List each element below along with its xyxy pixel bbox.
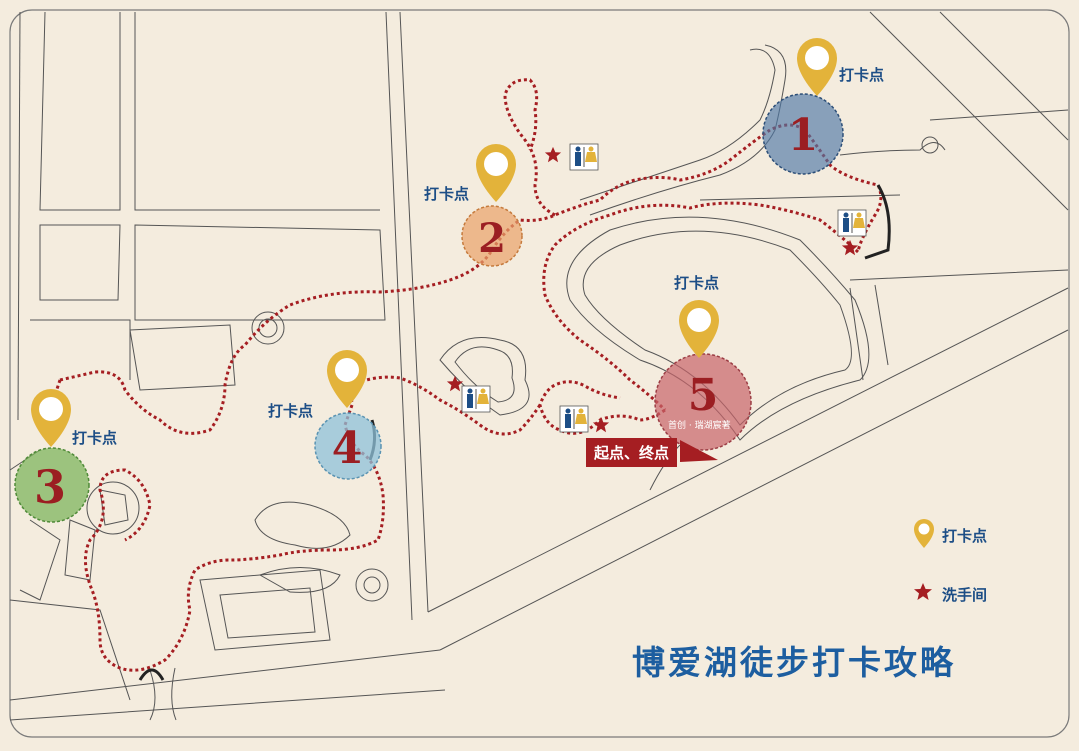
- legend-star-icon: [914, 583, 932, 600]
- map-frame: [9, 9, 1070, 738]
- checkpoint-2[interactable]: 2: [461, 205, 523, 267]
- location-pin-icon: [327, 350, 367, 408]
- restroom-icon: [461, 385, 491, 413]
- checkpoint-4-circle: [314, 412, 382, 480]
- checkpoint-5-circle: [654, 353, 752, 451]
- checkpoint-2-circle: [461, 205, 523, 267]
- pin-icons: [31, 38, 837, 447]
- checkpoint-3-label: 打卡点: [72, 429, 118, 447]
- checkpoint-4-label: 打卡点: [268, 402, 314, 420]
- star-icon: [446, 375, 464, 392]
- restroom-markers: [446, 143, 867, 433]
- checkpoint-4[interactable]: 4: [314, 412, 382, 480]
- checkpoint-1-number: 1: [788, 110, 819, 161]
- legend-checkpoint-label: 打卡点: [942, 527, 988, 545]
- legend-pin-icon: [914, 519, 934, 548]
- checkpoint-3-number: 3: [34, 460, 66, 514]
- checkpoint-3[interactable]: 3: [14, 447, 90, 523]
- restroom-icon: [837, 209, 867, 237]
- checkpoint-1-label: 打卡点: [839, 66, 885, 84]
- star-icon: [544, 146, 562, 163]
- start-end-tag: 起点、终点: [586, 438, 678, 467]
- checkpoint-4-number: 4: [332, 423, 363, 474]
- star-icon: [592, 416, 610, 433]
- checkpoint-5[interactable]: 5: [654, 353, 752, 451]
- start-end-pointer: [680, 440, 718, 462]
- location-pin-icon: [476, 144, 516, 202]
- brand-text: 首创 · 瑞湖宸著: [668, 421, 731, 431]
- legend-restroom-label: 洗手间: [942, 586, 988, 604]
- checkpoint-2-label: 打卡点: [424, 185, 470, 203]
- checkpoint-3-circle: [14, 447, 90, 523]
- map-title: 博爱湖徒步打卡攻略: [632, 643, 956, 682]
- location-pin-icon: [31, 389, 71, 447]
- checkpoint-2-number: 2: [478, 215, 506, 262]
- checkpoint-5-label: 打卡点: [674, 274, 720, 292]
- checkpoint-1-circle: [762, 93, 844, 175]
- restroom-icon: [569, 143, 599, 171]
- lake-outlines: [86, 44, 946, 602]
- location-pin-icon: [679, 300, 719, 358]
- checkpoint-5-number: 5: [688, 370, 719, 421]
- restroom-icon: [559, 405, 589, 433]
- star-icon: [841, 239, 859, 256]
- hiking-route: [48, 78, 883, 672]
- checkpoint-1[interactable]: 1: [762, 93, 844, 175]
- location-pin-icon: [797, 38, 837, 96]
